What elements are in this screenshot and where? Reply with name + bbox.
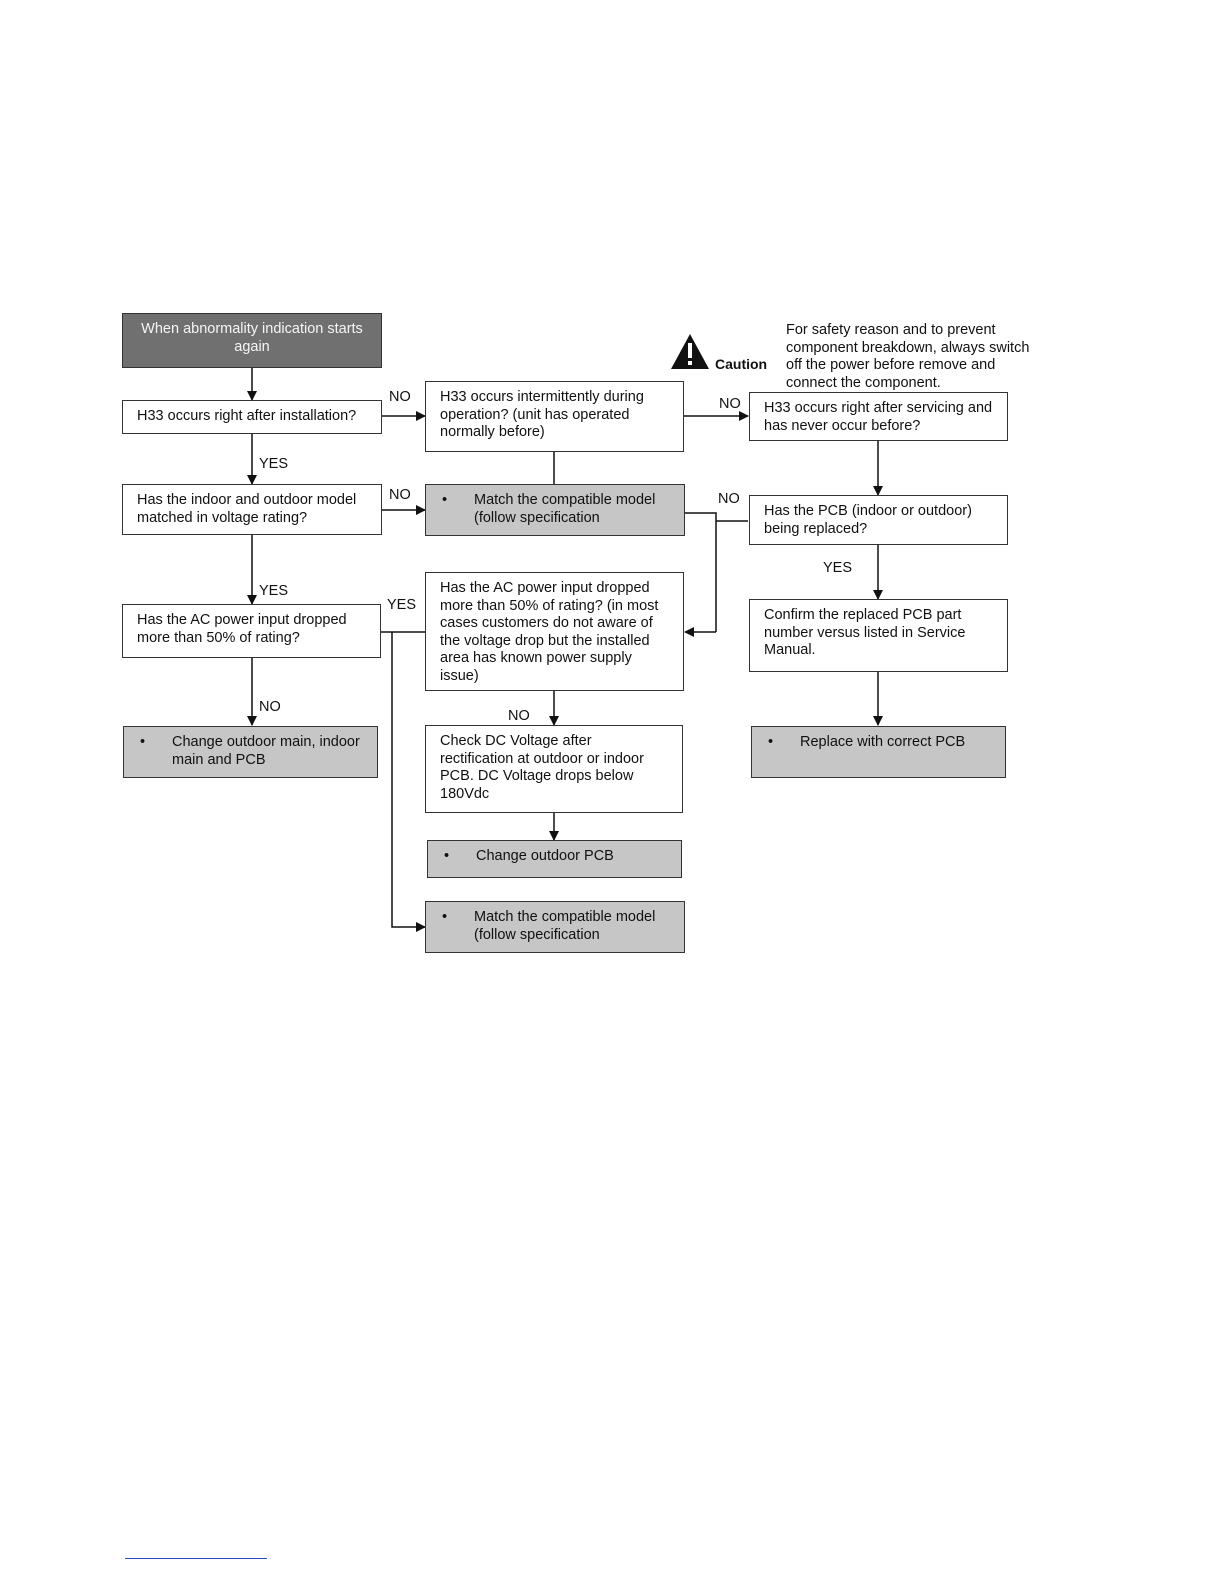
match-model-box-1: • Match the compatible model (follow spe… [425, 484, 685, 536]
label-no-model: NO [389, 487, 411, 503]
label-no-pcb: NO [718, 491, 740, 507]
caution-text: For safety reason and to prevent compone… [786, 322, 1030, 391]
check-dc-box: Check DC Voltage after rectification at … [425, 725, 683, 813]
bullet: • [768, 734, 774, 750]
model-matched-box: Has the indoor and outdoor model matched… [122, 484, 382, 535]
pcb-replaced-box: Has the PCB (indoor or outdoor) being re… [749, 495, 1008, 545]
footer-rule [125, 1558, 267, 1559]
match-model-text-2: Match the compatible model (follow speci… [474, 909, 656, 943]
ac-dropped-box-1: Has the AC power input dropped more than… [122, 604, 381, 658]
bullet: • [442, 492, 448, 508]
label-yes-ac1: YES [387, 597, 417, 613]
change-outdoor-main-text: Change outdoor main, indoor main and PCB [172, 734, 360, 768]
bullet: • [442, 909, 448, 925]
change-outdoor-pcb-box: • Change outdoor PCB [427, 840, 682, 878]
start-box: When abnormality indication starts again [122, 313, 382, 368]
match-model-box-2: • Match the compatible model (follow spe… [425, 901, 685, 953]
label-no-ac1: NO [259, 699, 281, 715]
label-no-install: NO [389, 389, 411, 405]
confirm-pcb-box: Confirm the replaced PCB part number ver… [749, 599, 1008, 672]
label-yes-pcb: YES [823, 560, 853, 576]
match-model-text-1: Match the compatible model (follow speci… [474, 492, 656, 526]
label-no-intermittent: NO [719, 396, 741, 412]
bullet: • [140, 734, 146, 750]
bullet: • [444, 848, 450, 864]
label-no-ac2: NO [508, 708, 530, 724]
ac-dropped-box-2: Has the AC power input dropped more than… [425, 572, 684, 691]
change-outdoor-pcb-text: Change outdoor PCB [476, 848, 614, 864]
h33-intermittent-box: H33 occurs intermittently during operati… [425, 381, 684, 452]
replace-pcb-text: Replace with correct PCB [800, 734, 966, 750]
caution-label: Caution [715, 356, 768, 372]
label-yes-install: YES [259, 456, 289, 472]
change-outdoor-main-box: • Change outdoor main, indoor main and P… [123, 726, 378, 778]
h33-install-box: H33 occurs right after installation? [122, 400, 382, 434]
arrow-ac1-to-match2 [391, 632, 426, 932]
line-match1-to-ac2 [684, 512, 717, 632]
replace-pcb-box: • Replace with correct PCB [751, 726, 1006, 778]
label-yes-model: YES [259, 583, 289, 599]
warning-triangle-icon [671, 334, 709, 369]
h33-servicing-box: H33 occurs right after servicing and has… [749, 392, 1008, 441]
